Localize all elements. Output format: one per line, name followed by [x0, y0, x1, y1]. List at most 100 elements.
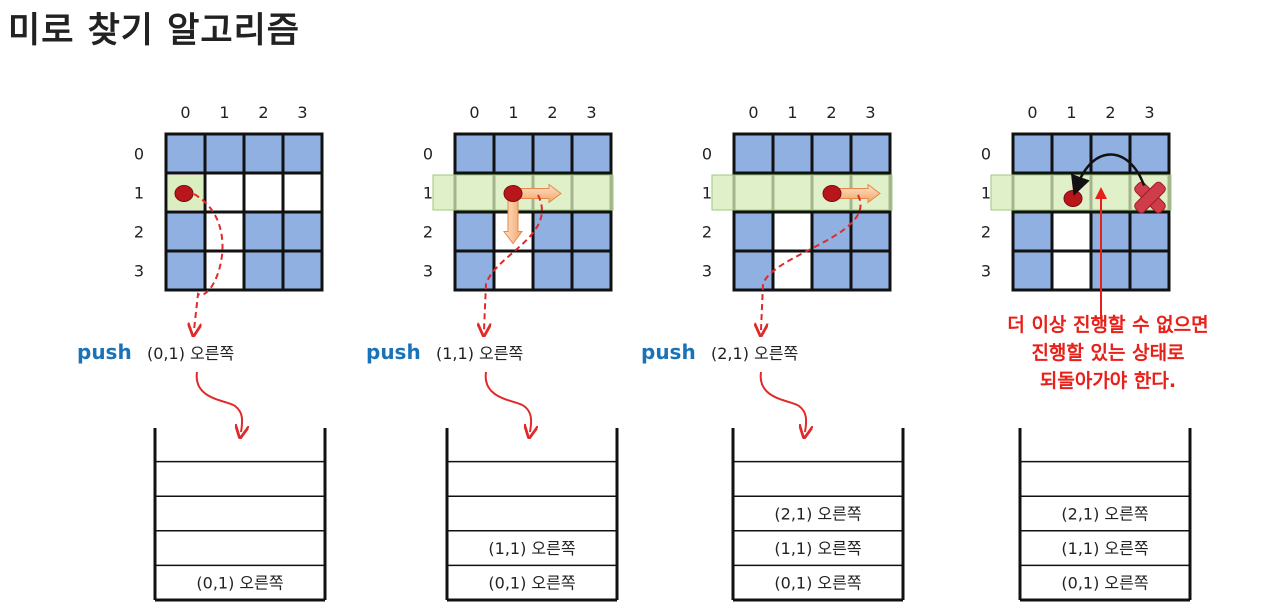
row-label: 1: [981, 184, 991, 203]
row-label: 2: [981, 223, 991, 242]
col-label: 2: [258, 103, 268, 122]
col-label: 1: [508, 103, 518, 122]
maze-cell-wall: [570, 132, 613, 175]
maze-cell-wall: [732, 210, 775, 253]
col-label: 0: [1027, 103, 1037, 122]
maze-cell-open: [1050, 210, 1093, 253]
maze-cell-wall: [849, 210, 892, 253]
maze-cell-wall: [849, 132, 892, 175]
maze-cell-open: [203, 249, 246, 292]
x-bar: [1134, 181, 1166, 214]
col-label: 1: [219, 103, 229, 122]
stack: (0,1) 오른쪽 (1,1) 오른쪽 (2,1) 오른쪽: [731, 428, 905, 602]
maze-cell-wall: [1128, 132, 1171, 175]
path-trace-arrow: [761, 194, 862, 330]
maze-cell-wall: [242, 132, 285, 175]
maze-cell-open: [1050, 249, 1093, 292]
position-marker: [822, 185, 842, 202]
position-marker: [503, 185, 523, 202]
maze-cell-open: [771, 249, 814, 292]
maze-cell-open: [203, 171, 246, 214]
col-label: 1: [1066, 103, 1076, 122]
row-label: 0: [134, 145, 144, 164]
push-text: (2,1) 오른쪽: [711, 344, 798, 363]
col-label: 2: [547, 103, 557, 122]
maze-cell-wall: [164, 249, 207, 292]
col-label: 3: [1144, 103, 1154, 122]
backtrack-note-line: 진행할 있는 상태로: [1031, 341, 1184, 364]
maze-cell-wall: [570, 249, 613, 292]
col-label: 3: [297, 103, 307, 122]
maze-cell-wall: [203, 132, 246, 175]
maze-cell-wall: [453, 132, 496, 175]
maze-cell-wall: [453, 249, 496, 292]
position-marker: [174, 185, 194, 202]
row-label: 3: [702, 262, 712, 281]
col-label: 1: [787, 103, 797, 122]
col-label: 2: [826, 103, 836, 122]
maze-cell-wall: [164, 132, 207, 175]
stack-entry: (1,1) 오른쪽: [488, 539, 575, 558]
maze-cell-open: [242, 171, 285, 214]
col-label: 3: [586, 103, 596, 122]
panel-2: 0 1 2 3 0 1 2 3 push (1,1) 오른쪽 (0,1) 오른쪽 (1,1) 오른쪽: [366, 103, 619, 602]
row-label: 0: [702, 145, 712, 164]
backtrack-arrow: [1070, 153, 1146, 196]
maze-cell-wall: [281, 210, 324, 253]
push-text: (0,1) 오른쪽: [147, 344, 234, 363]
maze-cell-wall: [531, 249, 574, 292]
push-arrow: [484, 371, 531, 432]
maze-cell-wall: [810, 132, 853, 175]
push-arrow: [195, 371, 242, 432]
backtrack-note-line: 되돌아가야 한다.: [1040, 370, 1176, 392]
col-label: 3: [865, 103, 875, 122]
stack-entry: (1,1) 오른쪽: [774, 539, 861, 558]
row-label: 3: [981, 262, 991, 281]
maze-cell-wall: [281, 132, 324, 175]
row-label: 0: [981, 145, 991, 164]
maze-cell-wall: [242, 249, 285, 292]
maze-cell-wall: [492, 132, 535, 175]
row-label: 1: [423, 184, 433, 203]
push-label: push: [77, 340, 132, 364]
row-label: 0: [423, 145, 433, 164]
maze-cell-open: [771, 210, 814, 253]
maze-cell-wall: [1011, 132, 1054, 175]
stack-entry: (0,1) 오른쪽: [488, 574, 575, 593]
maze-cell-wall: [849, 249, 892, 292]
stack-entry: (0,1) 오른쪽: [196, 574, 283, 593]
push-label: push: [366, 340, 421, 364]
push-text: (1,1) 오른쪽: [436, 344, 523, 363]
row-label: 3: [134, 262, 144, 281]
stack: (0,1) 오른쪽 (1,1) 오른쪽: [445, 428, 619, 602]
path-trace-arrow: [484, 194, 543, 330]
maze-cell-wall: [1128, 210, 1171, 253]
stack-entry: (0,1) 오른쪽: [774, 574, 861, 593]
col-label: 0: [469, 103, 479, 122]
maze-cell-wall: [281, 249, 324, 292]
maze-cell-wall: [570, 210, 613, 253]
blocked-x-icon: [1134, 181, 1166, 214]
maze-cell-open: [492, 249, 535, 292]
maze-cell-wall: [1128, 249, 1171, 292]
maze-cell-wall: [242, 210, 285, 253]
maze-cell-wall: [771, 132, 814, 175]
maze-cell-wall: [732, 132, 775, 175]
path-trace-arrow: [194, 193, 224, 330]
maze-cell-wall: [453, 210, 496, 253]
maze-cell-wall: [531, 132, 574, 175]
maze-cell-wall: [732, 249, 775, 292]
row-label: 3: [423, 262, 433, 281]
maze-cell-wall: [810, 249, 853, 292]
maze-cell-wall: [164, 210, 207, 253]
page-title: 미로 찾기 알고리즘: [8, 11, 300, 51]
stack-entry: (2,1) 오른쪽: [1061, 505, 1148, 524]
stack-entry: (1,1) 오른쪽: [1061, 539, 1148, 558]
row-label: 2: [702, 223, 712, 242]
row-label: 2: [423, 223, 433, 242]
maze-cell-wall: [1050, 132, 1093, 175]
stack-entry: (2,1) 오른쪽: [774, 505, 861, 524]
